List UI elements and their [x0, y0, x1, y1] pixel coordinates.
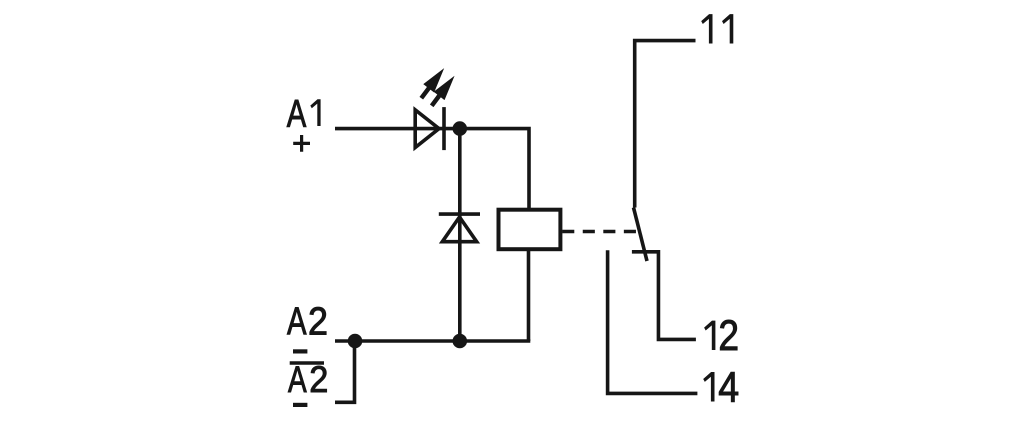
svg-text:4: 4 — [718, 363, 739, 411]
svg-text:2: 2 — [308, 299, 328, 343]
svg-text:A: A — [287, 93, 307, 136]
svg-text:A: A — [288, 358, 307, 400]
svg-text:2: 2 — [309, 358, 328, 400]
svg-text:A: A — [287, 301, 307, 344]
svg-text:2: 2 — [718, 313, 739, 360]
